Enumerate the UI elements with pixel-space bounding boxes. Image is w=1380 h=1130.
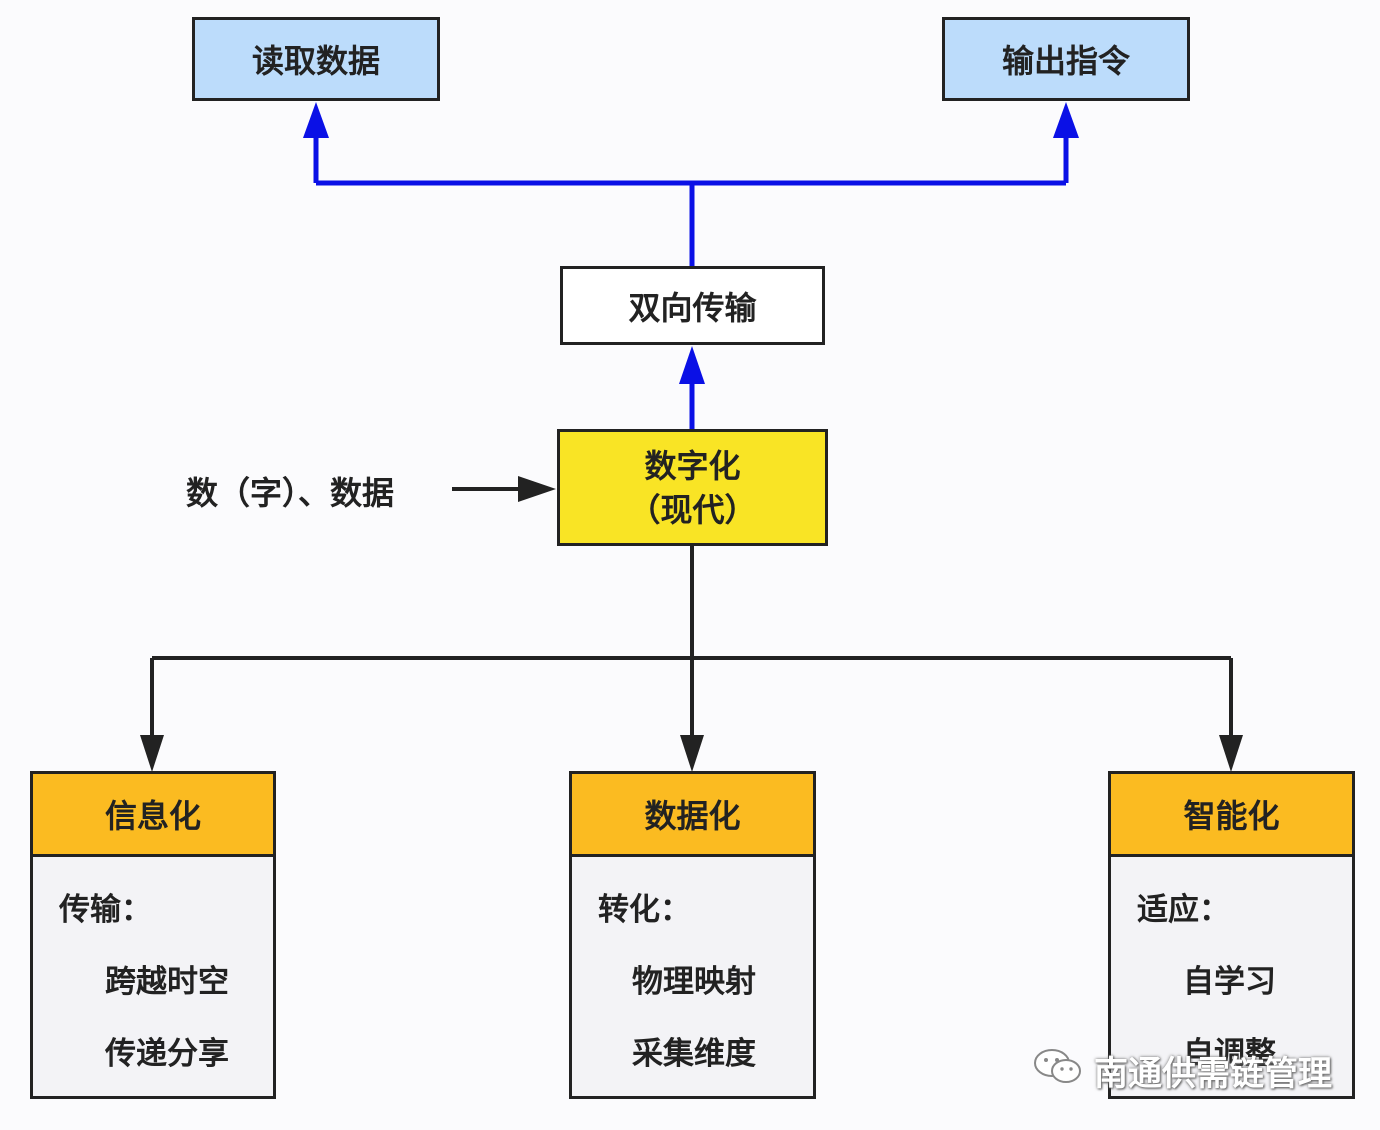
watermark: 南通供需链管理 — [1032, 1046, 1332, 1095]
card-item: 自调整 — [1183, 1036, 1276, 1072]
arrow-down-left — [140, 735, 164, 772]
arrow-down-right — [1219, 735, 1243, 772]
digitalization-label: 数字化 — [644, 446, 741, 485]
bidirectional-transfer-box: 双向传输 — [560, 266, 825, 345]
read-data-label: 读取数据 — [251, 42, 380, 80]
card-item: 物理映射 — [632, 964, 756, 1000]
digitalization-sublabel: （现代） — [628, 490, 757, 529]
read-data-box: 读取数据 — [192, 17, 440, 101]
card-title: 数据化 — [644, 797, 741, 835]
output-command-box: 输出指令 — [942, 17, 1190, 101]
card-heading: 转化： — [598, 892, 691, 928]
bidirectional-transfer-label: 双向传输 — [628, 288, 757, 327]
card-intelligentization: 智能化 适应： 自学习 自调整 — [1108, 771, 1355, 1099]
card-header: 数据化 — [572, 774, 813, 857]
arrow-up-read — [303, 102, 329, 138]
card-title: 信息化 — [104, 797, 201, 835]
arrow-up-transfer — [679, 346, 705, 384]
card-header: 智能化 — [1111, 774, 1352, 857]
card-heading: 适应： — [1137, 892, 1230, 928]
card-item: 跨越时空 — [105, 964, 229, 1000]
card-datafication: 数据化 转化： 物理映射 采集维度 — [569, 771, 816, 1099]
card-header: 信息化 — [33, 774, 273, 857]
input-label: 数（字）、数据 — [186, 474, 395, 512]
card-heading: 传输： — [59, 892, 152, 928]
card-item: 传递分享 — [105, 1036, 229, 1072]
arrow-right-input — [518, 476, 556, 502]
watermark-text: 南通供需链管理 — [1094, 1054, 1332, 1094]
wechat-icon — [1032, 1046, 1084, 1095]
card-title: 智能化 — [1183, 797, 1280, 835]
card-item: 自学习 — [1183, 964, 1276, 1000]
card-item: 采集维度 — [632, 1036, 756, 1072]
digitalization-box: 数字化 （现代） — [557, 429, 828, 546]
arrow-up-output — [1053, 102, 1079, 138]
arrow-down-center — [680, 735, 704, 772]
output-command-label: 输出指令 — [1001, 42, 1130, 80]
card-informatization: 信息化 传输： 跨越时空 传递分享 — [30, 771, 276, 1099]
